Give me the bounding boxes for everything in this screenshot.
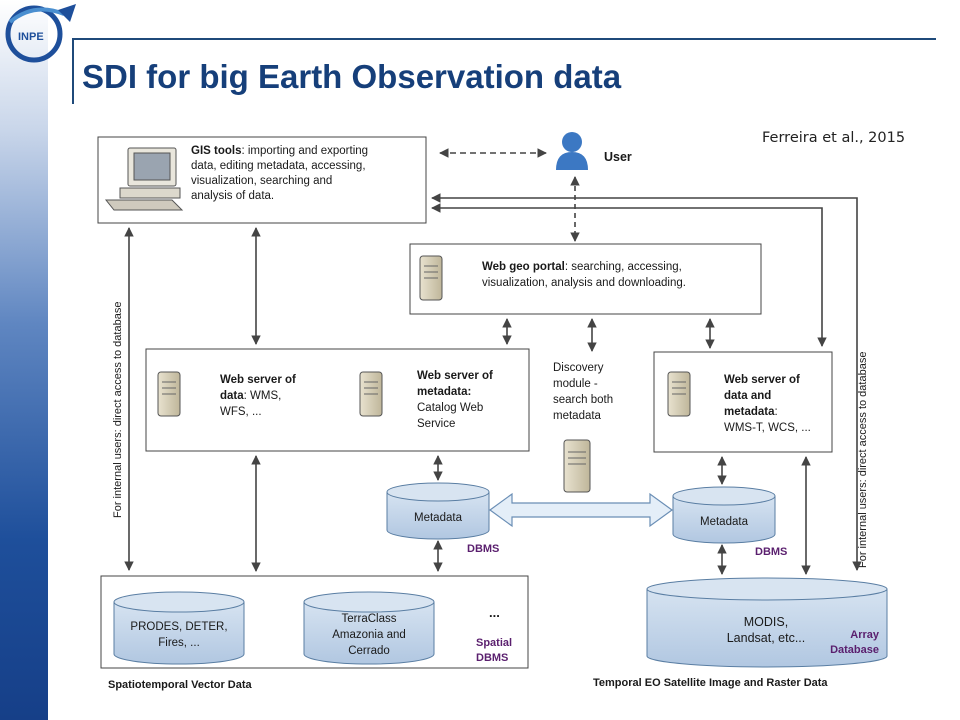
- sidebar-gradient: [0, 0, 48, 720]
- terraclass-line1: TerraClass: [342, 613, 397, 625]
- discovery-line4: metadata: [553, 410, 602, 422]
- user-label: User: [604, 150, 632, 164]
- web-geo-portal-line2: visualization, analysis and downloading.: [482, 277, 686, 289]
- server-icon: [667, 371, 691, 417]
- web-server-metadata-line4: Service: [417, 418, 455, 430]
- computer-icon: [104, 147, 184, 211]
- modis-line2: Landsat, etc...: [727, 631, 806, 645]
- internal-users-left-label: For internal users: direct access to dat…: [112, 302, 124, 518]
- ellipsis-label: ...: [489, 605, 500, 620]
- gis-tools-line3: visualization, searching and: [191, 175, 332, 187]
- discovery-line2: module -: [553, 378, 598, 390]
- web-server-dm-line1: Web server of: [724, 374, 800, 386]
- modis-line1: MODIS,: [744, 615, 788, 629]
- dbms-right-label: DBMS: [755, 546, 787, 558]
- web-server-data-line1: Web server of: [220, 374, 296, 386]
- web-server-dm-line4: WMS-T, WCS, ...: [724, 422, 811, 434]
- user-icon: [556, 132, 588, 170]
- citation: Ferreira et al., 2015: [762, 130, 906, 146]
- gis-tools-line2: data, editing metadata, accessing,: [191, 160, 366, 172]
- web-server-dm-line2: data and: [724, 390, 771, 402]
- dbms-left-label: DBMS: [467, 543, 499, 555]
- discovery-line3: search both: [553, 394, 613, 406]
- terraclass-cylinder: [303, 591, 435, 665]
- terraclass-line3: Cerrado: [348, 645, 390, 657]
- metadata-sync-arrow: [488, 492, 674, 528]
- metadata-right-label: Metadata: [700, 516, 749, 528]
- prodes-line1: PRODES, DETER,: [130, 621, 227, 633]
- array-db-line2: Database: [830, 644, 879, 656]
- raster-data-label: Temporal EO Satellite Image and Raster D…: [593, 677, 828, 689]
- slide-title: SDI for big Earth Observation data: [82, 58, 622, 95]
- vector-data-label: Spatiotemporal Vector Data: [108, 679, 253, 691]
- metadata-left-label: Metadata: [414, 512, 463, 524]
- gis-tools-line1: GIS tools: importing and exporting: [191, 145, 368, 157]
- server-icon: [563, 439, 591, 493]
- inpe-logo: INPE: [5, 4, 76, 63]
- web-server-metadata-line1: Web server of: [417, 370, 493, 382]
- server-icon: [157, 371, 181, 417]
- prodes-line2: Fires, ...: [158, 637, 200, 649]
- web-server-metadata-line3: Catalog Web: [417, 402, 483, 414]
- spatial-dbms-line1: Spatial: [476, 637, 512, 649]
- server-icon: [359, 371, 383, 417]
- web-servers-box: [145, 348, 530, 452]
- web-server-metadata-line2: metadata:: [417, 386, 471, 398]
- array-database-cylinder: [646, 577, 888, 668]
- web-server-dm-line3: metadata:: [724, 406, 778, 418]
- discovery-line1: Discovery: [553, 362, 604, 374]
- web-server-data-line2: data: WMS,: [220, 390, 281, 402]
- web-geo-portal-line1: Web geo portal: searching, accessing,: [482, 261, 682, 273]
- metadata-cylinder-left: [386, 482, 490, 540]
- title-rule: [72, 38, 936, 40]
- server-icon: [419, 255, 443, 301]
- gis-tools-line4: analysis of data.: [191, 190, 274, 202]
- array-db-line1: Array: [850, 629, 880, 641]
- web-server-data-line3: WFS, ...: [220, 406, 262, 418]
- internal-users-right-label: For internal users: direct access to dat…: [857, 352, 869, 568]
- spatial-dbms-line2: DBMS: [476, 652, 508, 664]
- title-vertical-rule: [72, 38, 74, 104]
- arrow-gis-right-internal: [431, 193, 862, 571]
- terraclass-line2: Amazonia and: [332, 629, 406, 641]
- metadata-cylinder-right: [672, 486, 776, 544]
- logo-text: INPE: [18, 31, 44, 43]
- prodes-cylinder: [113, 591, 245, 665]
